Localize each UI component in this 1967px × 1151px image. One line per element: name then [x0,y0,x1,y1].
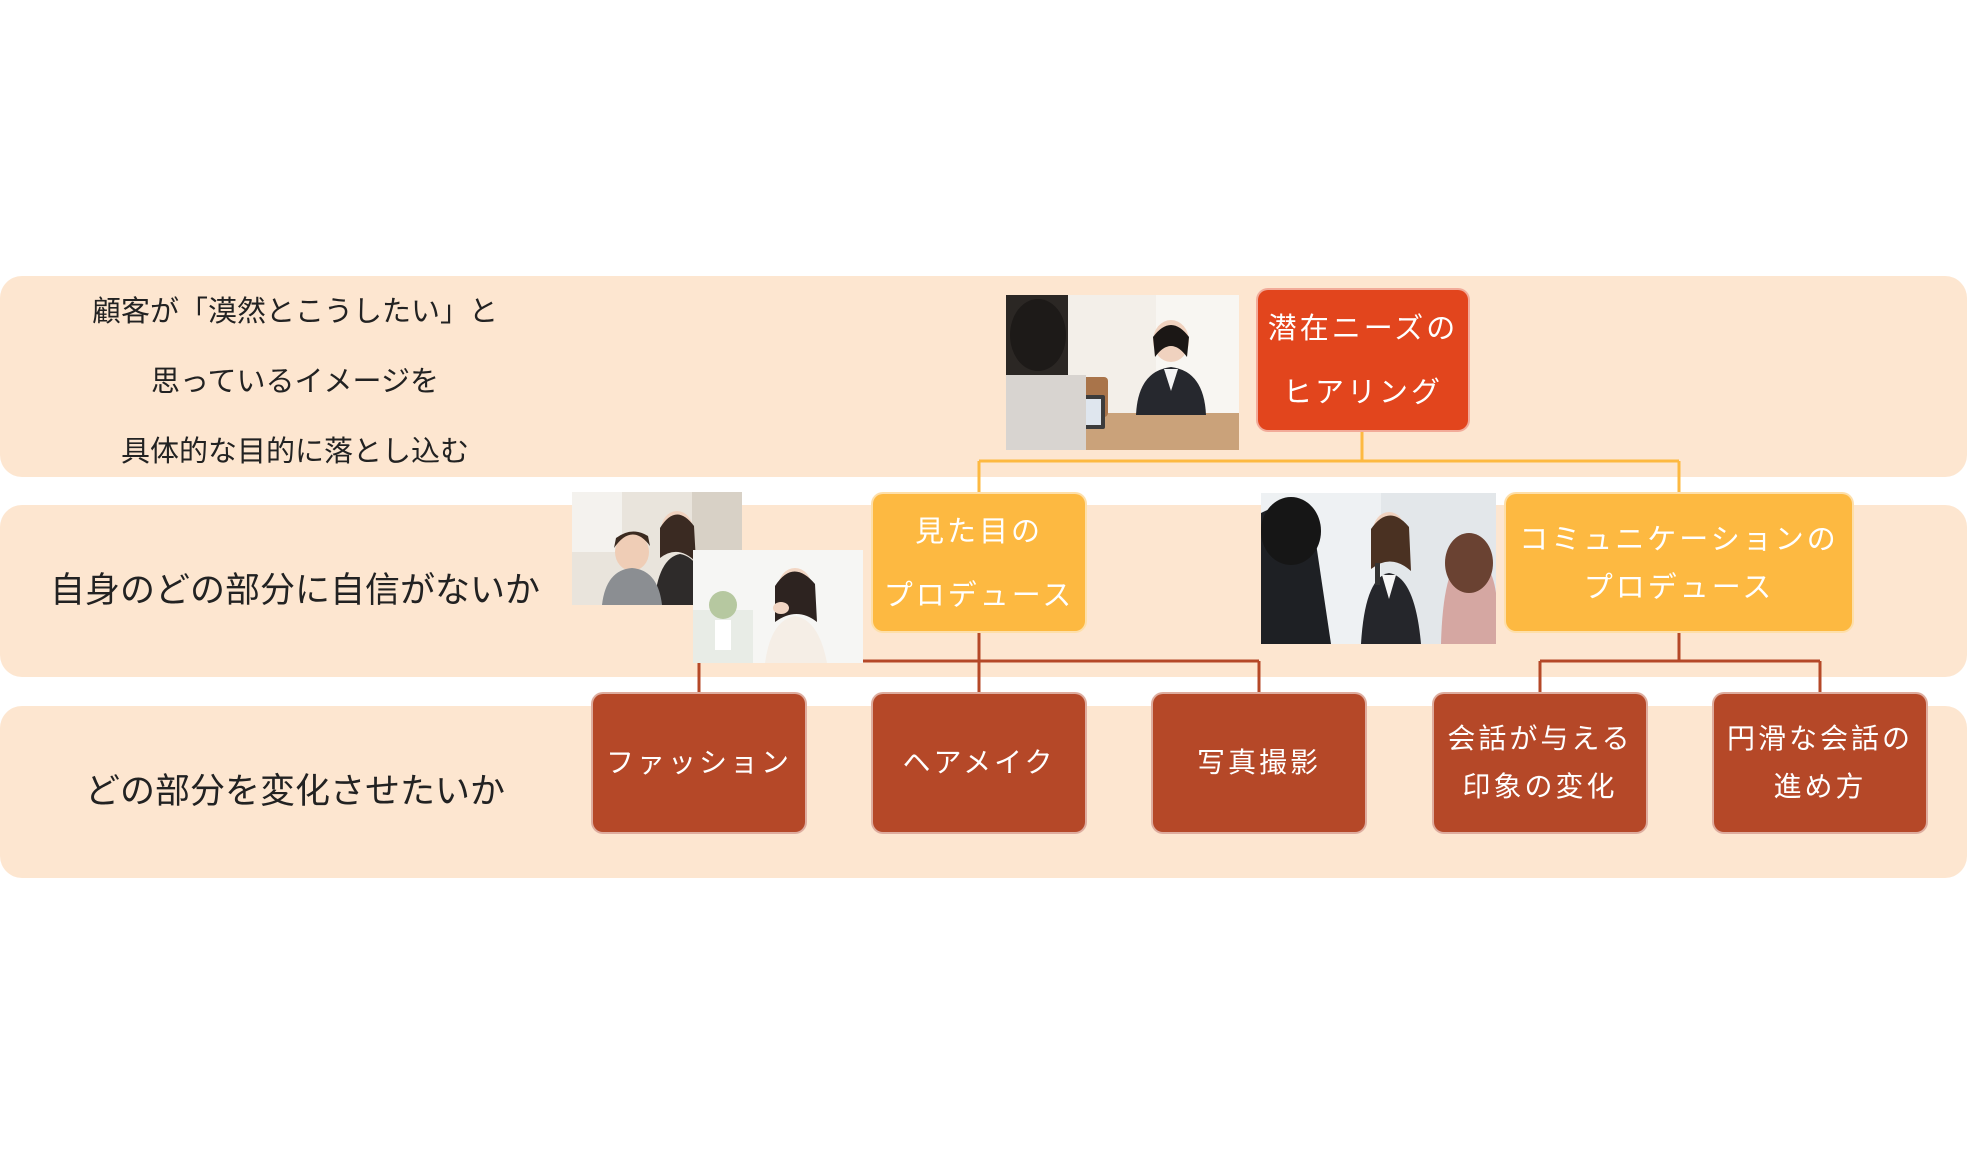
node-photo-shoot: 写真撮影 [1151,692,1367,834]
node-appearance-produce-line-2: プロデュース [883,577,1075,612]
node-fashion: ファッション [591,692,807,834]
band-goal [0,276,1967,477]
node-communication-produce-line-1: コミュニケーションの [1519,521,1839,556]
node-smooth-conversation-line-1: 円滑な会話の [1726,722,1913,755]
band-goal-label-line-1: 顧客が「漠然とこうしたい」と [91,294,498,328]
node-latent-needs-hearing-line-2: ヒアリング [1282,375,1443,409]
node-smooth-conversation-line-2: 進め方 [1773,770,1867,803]
node-conversation-impression-line-1: 会話が与える [1447,722,1633,755]
node-appearance-produce-line-1: 見た目の [914,513,1043,548]
smiling-woman-photo [693,550,863,663]
band-confidence-label-line-1: 自身のどの部分に自信がないか [49,571,540,611]
hair-salon-photo [572,492,742,605]
band-confidence-label: 自身のどの部分に自信がないか [0,505,590,677]
node-communication-produce-line-2: プロデュース [1583,569,1775,604]
band-goal-label-line-2: 思っているイメージを [151,364,439,398]
node-communication-produce: コミュニケーションの プロデュース [1504,492,1854,633]
consultation-photo [1006,295,1239,450]
node-latent-needs-hearing: 潜在ニーズの ヒアリング [1256,288,1470,432]
band-change-label-line-1: どの部分を変化させたいか [84,772,505,812]
band-change-label: どの部分を変化させたいか [0,706,590,878]
node-conversation-impression: 会話が与える 印象の変化 [1432,692,1648,834]
presentation-photo [1261,493,1496,644]
node-fashion-line-1: ファッション [605,746,792,779]
node-appearance-produce: 見た目の プロデュース [871,492,1087,633]
band-goal-label: 顧客が「漠然とこうしたい」と 思っているイメージを 具体的な目的に落とし込む [0,276,590,477]
band-goal-label-line-3: 具体的な目的に落とし込む [120,434,469,468]
node-smooth-conversation: 円滑な会話の 進め方 [1712,692,1928,834]
node-photo-shoot-line-1: 写真撮影 [1196,746,1321,779]
node-hair-makeup: ヘアメイク [871,692,1087,834]
node-hair-makeup-line-1: ヘアメイク [902,746,1056,779]
node-latent-needs-hearing-line-1: 潜在ニーズの [1267,311,1459,345]
node-conversation-impression-line-2: 印象の変化 [1462,770,1618,803]
